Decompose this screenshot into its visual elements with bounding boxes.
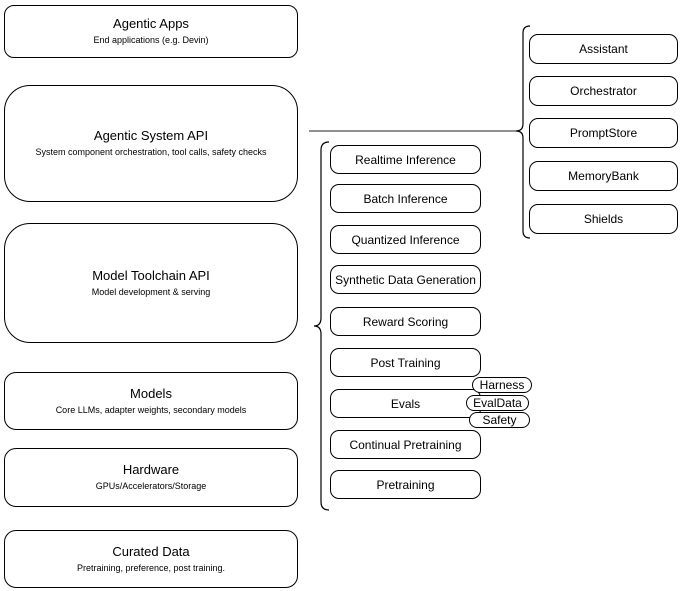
node-label: Orchestrator xyxy=(570,84,637,98)
node-continual-pretraining: Continual Pretraining xyxy=(330,430,481,459)
node-title: Agentic Apps xyxy=(113,16,189,31)
node-label: Assistant xyxy=(579,42,628,56)
node-subtitle: Model development & serving xyxy=(91,286,211,297)
node-label: Realtime Inference xyxy=(355,152,456,167)
node-label: PromptStore xyxy=(569,126,638,140)
node-evals-evaldata: EvalData xyxy=(466,395,529,411)
node-synthetic-data-generation: Synthetic Data Generation xyxy=(330,265,481,294)
node-subtitle: System component orchestration, tool cal… xyxy=(35,147,267,157)
node-pretraining: Pretraining xyxy=(330,470,481,499)
node-subtitle: Pretraining, preference, post training. xyxy=(76,562,226,573)
node-evals-harness: Harness xyxy=(472,377,532,393)
node-label: Synthetic Data Generation xyxy=(335,272,476,287)
node-hardware: Hardware GPUs/Accelerators/Storage xyxy=(4,448,298,507)
node-agentic-apps: Agentic Apps End applications (e.g. Devi… xyxy=(4,5,298,58)
node-orchestrator: Orchestrator xyxy=(529,76,678,106)
node-memorybank: MemoryBank xyxy=(529,161,678,191)
node-curated-data: Curated Data Pretraining, preference, po… xyxy=(4,530,298,588)
node-label: Reward Scoring xyxy=(362,314,449,329)
node-promptstore: PromptStore xyxy=(529,118,678,148)
node-reward-scoring: Reward Scoring xyxy=(330,307,481,336)
node-realtime-inference: Realtime Inference xyxy=(330,145,481,174)
node-shields: Shields xyxy=(529,204,678,234)
node-evals: Evals xyxy=(330,389,481,418)
node-title: Model Toolchain API xyxy=(92,267,210,283)
node-agentic-system-api: Agentic System API System component orch… xyxy=(4,85,298,202)
node-label: Shields xyxy=(583,212,624,226)
node-title: Hardware xyxy=(122,462,180,477)
node-evals-safety: Safety xyxy=(469,412,530,428)
node-title: Models xyxy=(130,385,172,401)
node-label: Continual Pretraining xyxy=(349,437,462,452)
node-assistant: Assistant xyxy=(529,34,678,64)
node-subtitle: Core LLMs, adapter weights, secondary mo… xyxy=(55,404,247,415)
node-label: MemoryBank xyxy=(568,169,639,183)
node-title: Curated Data xyxy=(112,543,190,559)
node-label: Post Training xyxy=(370,355,441,370)
node-post-training: Post Training xyxy=(330,348,481,377)
node-title: Agentic System API xyxy=(93,128,209,143)
node-model-toolchain-api: Model Toolchain API Model development & … xyxy=(4,223,298,343)
node-batch-inference: Batch Inference xyxy=(330,184,481,213)
node-label: Pretraining xyxy=(376,477,435,492)
node-quantized-inference: Quantized Inference xyxy=(330,225,481,254)
node-label: Evals xyxy=(390,396,421,411)
toolchain-group-brace xyxy=(313,141,330,511)
node-subtitle: GPUs/Accelerators/Storage xyxy=(95,481,207,491)
node-label: Quantized Inference xyxy=(351,232,460,247)
system-components-group-brace xyxy=(515,25,531,239)
node-label: Batch Inference xyxy=(363,191,448,206)
node-models: Models Core LLMs, adapter weights, secon… xyxy=(4,372,298,430)
node-subtitle: End applications (e.g. Devin) xyxy=(93,35,209,45)
